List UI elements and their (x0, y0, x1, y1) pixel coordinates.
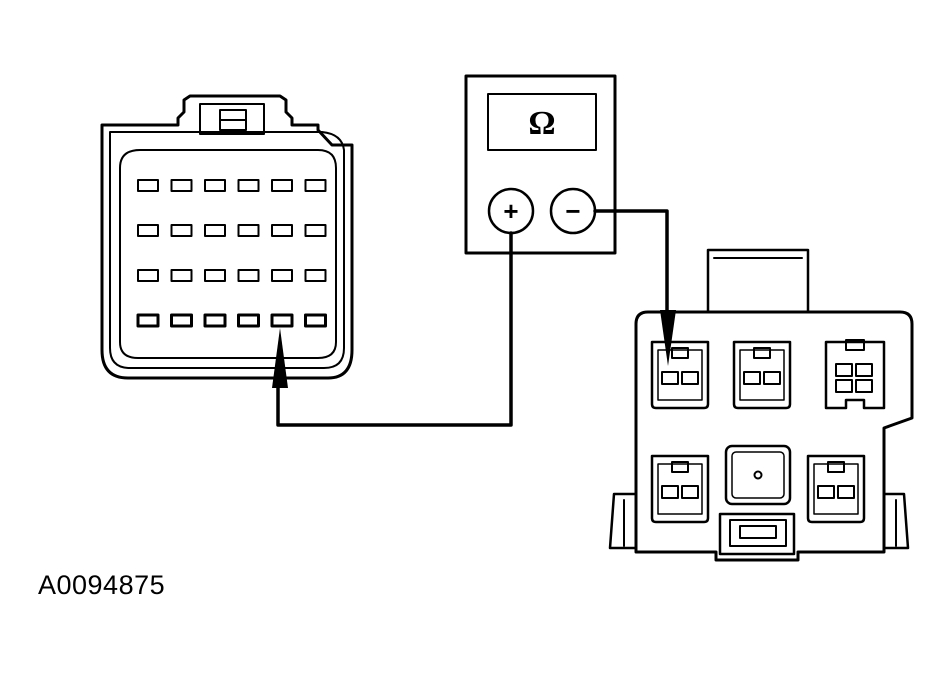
pin-cavity (136, 313, 160, 328)
positive-terminal-label: + (503, 196, 518, 226)
pin-cavity (170, 224, 193, 237)
terminal-block (824, 339, 886, 410)
pin-cavity (237, 313, 260, 328)
pin-cavity (304, 179, 327, 192)
multimeter: Ω + − (464, 74, 617, 255)
pin-cavity (304, 224, 327, 237)
pin-cavity (137, 224, 159, 237)
pin-cavity (271, 269, 293, 282)
bottom-latch (718, 512, 796, 556)
negative-terminal-label: − (565, 196, 580, 226)
pin-cavity (170, 179, 193, 192)
figure-code: A0094875 (38, 570, 166, 600)
pin-cavity (137, 269, 159, 282)
terminal-blocks (650, 339, 886, 524)
left-connector (100, 94, 354, 388)
pin-cavity (204, 224, 226, 237)
terminal-block (806, 454, 866, 524)
pin-cavity (237, 224, 260, 237)
terminal-block (650, 454, 710, 524)
meter-unit-label: Ω (528, 105, 555, 142)
pin-cavity (304, 313, 327, 328)
right-connector (608, 248, 914, 562)
terminal-block (650, 340, 710, 410)
pin-cavity (237, 179, 260, 192)
pin-cavity (204, 269, 226, 282)
meter-display (487, 93, 597, 151)
positive-probe-tip (272, 328, 288, 388)
terminal-block (732, 340, 792, 410)
pin-cavity (270, 313, 294, 328)
pin-cavity (237, 269, 260, 282)
negative-probe-tip (660, 310, 676, 366)
pin-cavity (137, 179, 159, 192)
pin-cavity (304, 269, 327, 282)
pin-cavity (170, 269, 193, 282)
latch (199, 103, 265, 135)
pin-cavity (204, 179, 226, 192)
pin-cavity (271, 224, 293, 237)
positive-lead-wire (276, 231, 513, 427)
center-post (724, 444, 792, 506)
pin-cavity (170, 313, 193, 328)
pin-grid (136, 179, 327, 328)
negative-lead-wire (593, 209, 669, 318)
pin-cavity (271, 179, 293, 192)
pin-cavity (203, 313, 227, 328)
